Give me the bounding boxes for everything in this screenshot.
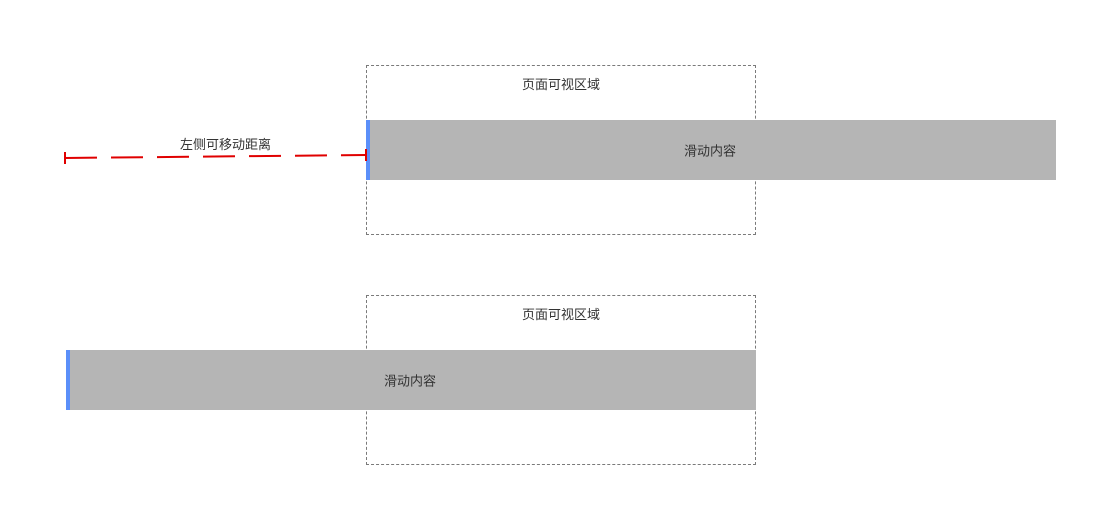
bottom-viewport-label: 页面可视区域 xyxy=(521,308,600,323)
top-slide-content: 滑动内容 xyxy=(366,120,1056,180)
distance-dashed-line xyxy=(64,154,367,159)
bottom-slide-label: 滑动内容 xyxy=(384,374,437,390)
top-slide-label: 滑动内容 xyxy=(684,144,737,160)
bottom-slide-left-edge xyxy=(66,350,70,410)
top-slide-left-edge xyxy=(366,120,370,180)
left-distance-label: 左侧可移动距离 xyxy=(180,138,272,153)
bottom-slide-content: 滑动内容 xyxy=(66,350,756,410)
top-viewport-label: 页面可视区域 xyxy=(521,78,600,93)
